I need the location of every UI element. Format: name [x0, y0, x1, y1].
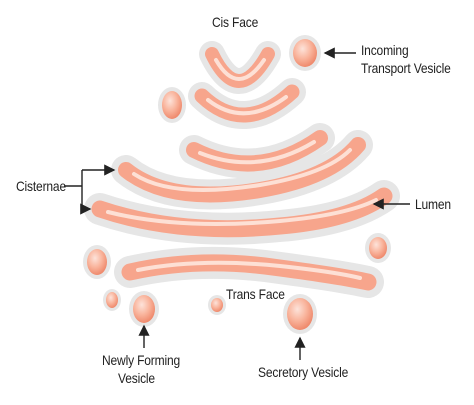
vesicle-right	[365, 233, 391, 263]
secretory-vesicle-label: Secretory Vesicle	[258, 364, 349, 380]
incoming-transport-vesicle	[289, 35, 321, 71]
incoming-label-line1: Incoming	[361, 42, 409, 58]
lumen-label: Lumen	[415, 196, 451, 212]
cisterna-1	[199, 41, 281, 94]
incoming-label-line2: Transport Vesicle	[361, 60, 451, 76]
cisterna-2	[188, 78, 306, 129]
trans-face-label: Trans Face	[226, 286, 285, 302]
vesicle-small-left	[103, 289, 121, 311]
newly-forming-label-line1: Newly Forming	[102, 352, 181, 368]
cisterna-4	[111, 130, 373, 210]
vesicle-left-lower	[83, 245, 111, 279]
pointer-cisternae	[64, 164, 116, 215]
secretory-vesicle	[283, 294, 317, 334]
vesicle-small-center	[208, 295, 226, 315]
cis-face-label: Cis Face	[212, 14, 259, 30]
newly-forming-vesicle	[129, 291, 159, 327]
cisterna-3	[179, 123, 335, 179]
cisterna-5	[84, 180, 400, 245]
cisternae-label: Cisternae	[16, 178, 66, 194]
newly-forming-label-line2: Vesicle	[118, 370, 155, 386]
cisterna-6	[114, 246, 384, 298]
vesicle-left-upper	[158, 87, 186, 123]
